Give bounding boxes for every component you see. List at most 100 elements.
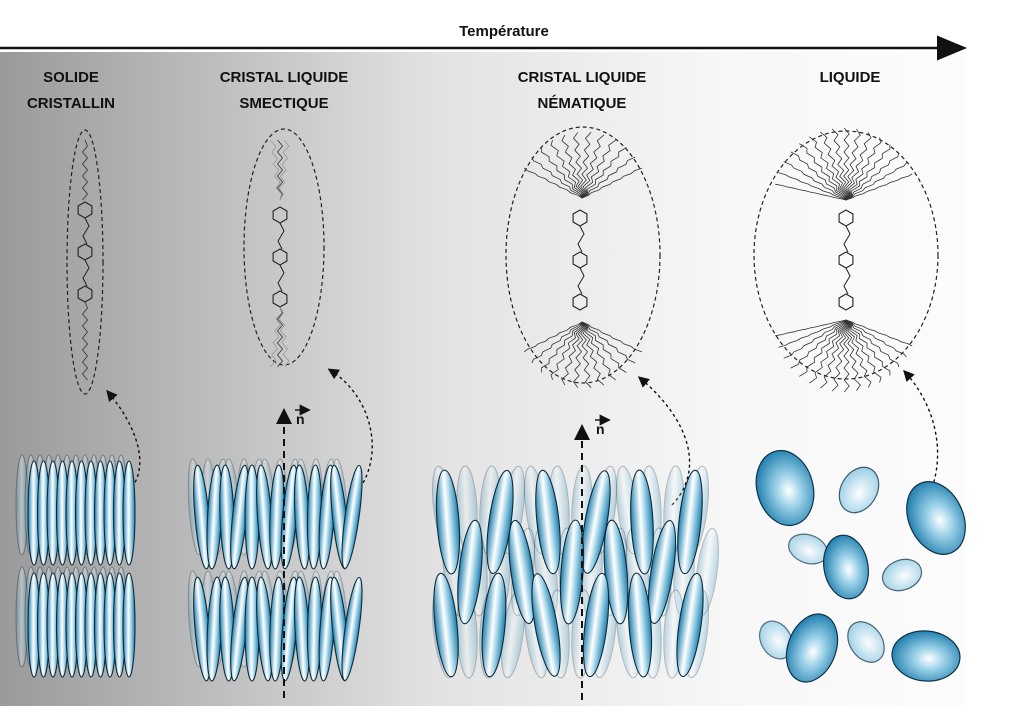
director-label-smectic: n (295, 404, 311, 427)
alkyl-chain (541, 321, 583, 373)
alkyl-chain (778, 319, 847, 348)
alkyl-chain (845, 144, 891, 201)
rod-molecule (341, 464, 363, 570)
alkyl-chain (845, 319, 913, 347)
rod-molecule (676, 572, 704, 678)
zoom-arrow-nematic (637, 376, 691, 506)
phase-1-title-line2: CRISTALLIN (27, 95, 115, 112)
alkyl-chain (581, 321, 605, 386)
rod-molecule (582, 572, 610, 678)
alkyl-chain (845, 319, 900, 368)
rod-molecule (581, 470, 611, 574)
alkyl-chain (790, 151, 847, 201)
alkyl-chain (845, 319, 861, 392)
alkyl-chain (845, 152, 900, 201)
alkyl-chain (845, 319, 872, 388)
alkyl-chain (572, 321, 585, 388)
alkyl-chain (581, 167, 643, 199)
liquid-molecule (755, 449, 815, 527)
liquid-molecule (847, 621, 885, 663)
alkyl-chain (581, 147, 627, 199)
molecule-structure-smectic (270, 139, 290, 368)
temperature-label: Température (459, 23, 549, 40)
alkyl-chain (845, 137, 882, 201)
alkyl-chain (81, 139, 89, 201)
rod-molecule (435, 469, 461, 575)
alkyl-chain (778, 172, 847, 201)
alkyl-chain (783, 319, 847, 359)
alkyl-chain (531, 156, 583, 199)
alkyl-chain (820, 131, 847, 201)
alkyl-chain (270, 306, 283, 367)
linker-bond (82, 217, 90, 245)
alkyl-chain (581, 134, 605, 199)
alkyl-chain (581, 321, 627, 373)
alkyl-chain (550, 321, 583, 381)
alkyl-chain (550, 139, 583, 199)
rod-molecule (603, 519, 629, 625)
alkyl-chain (783, 161, 847, 201)
alkyl-chain (278, 140, 290, 201)
solid-crystal-rods (15, 454, 136, 678)
alkyl-chain (845, 162, 907, 201)
alkyl-chain (799, 319, 847, 377)
alkyl-chain (524, 167, 583, 199)
liquid-molecule (891, 630, 961, 682)
alkyl-chain (831, 128, 848, 201)
aromatic-ring (572, 293, 588, 311)
rod-molecule (481, 572, 507, 678)
nematic-rods (431, 465, 720, 679)
rod-molecule (486, 469, 514, 575)
liquid-molecule (881, 558, 923, 592)
molecule-structure-liquid (775, 127, 913, 393)
alkyl-chain (572, 132, 585, 199)
rod-molecule (508, 519, 536, 625)
phase-3-title-line1: CRISTAL LIQUIDE (518, 69, 647, 86)
alkyl-chain (845, 319, 907, 358)
linker-bond (843, 225, 851, 253)
linker-bond (82, 259, 90, 287)
rod-molecule (433, 572, 459, 678)
alkyl-chain (775, 319, 847, 337)
linker-bond (843, 267, 851, 295)
alkyl-chain (541, 147, 583, 199)
alkyl-chain (270, 140, 283, 201)
liquid-molecules (755, 449, 966, 683)
alkyl-chain (276, 139, 284, 201)
linker-bond (577, 225, 585, 253)
alkyl-chain (581, 321, 643, 353)
phase-4-title: LIQUIDE (820, 69, 881, 86)
alkyl-chain (278, 306, 290, 367)
molecule-structure-solid (77, 139, 93, 381)
phase-2-title-line1: CRISTAL LIQUIDE (220, 69, 349, 86)
liquid-molecule (906, 481, 966, 555)
alkyl-chain (581, 139, 617, 199)
molecule-outline-smectic (243, 128, 325, 366)
linker-bond (277, 222, 285, 250)
alkyl-chain (581, 321, 617, 381)
molecule-outline-nematic (505, 126, 661, 384)
smectic-rods (187, 458, 363, 682)
rod-molecule (122, 460, 136, 566)
rod-molecule (647, 520, 677, 624)
liquid-molecule (785, 613, 839, 683)
phase-1-title-line1: SOLIDE (43, 69, 99, 86)
alkyl-chain (775, 183, 847, 201)
alkyl-chain (843, 319, 850, 393)
alkyl-chain (843, 127, 850, 201)
linker-bond (577, 267, 585, 295)
rod-molecule (457, 519, 483, 625)
phase-2-title-line2: SMECTIQUE (239, 95, 328, 112)
alkyl-chain (524, 321, 583, 353)
rod-molecule (535, 469, 561, 575)
svg-text:n: n (296, 411, 305, 427)
alkyl-chain (809, 319, 847, 384)
phase-3-title-line2: NÉMATIQUE (538, 95, 627, 112)
alkyl-chain (845, 173, 913, 201)
molecule-structure-nematic (524, 132, 643, 388)
molecule-outline-liquid (753, 130, 939, 380)
zoom-arrow-liquid (903, 369, 939, 489)
alkyl-chain (581, 156, 636, 199)
